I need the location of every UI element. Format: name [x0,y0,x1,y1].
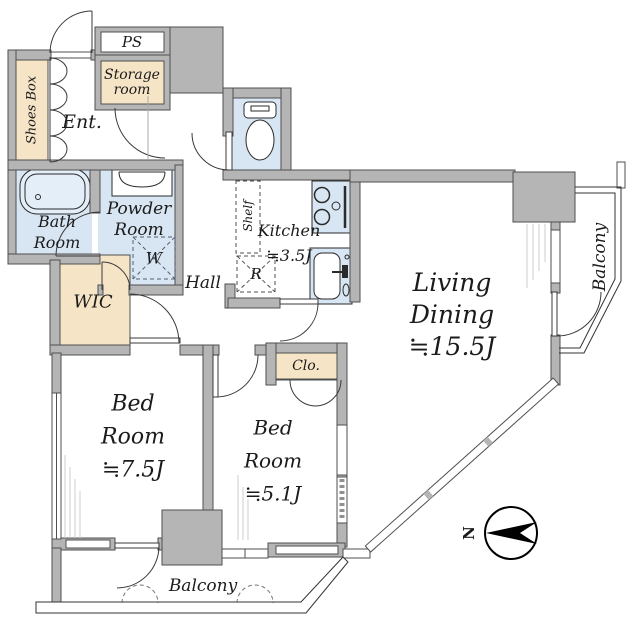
bedroom-main-door-arc [129,293,180,344]
room-label-storage: Storage room [104,67,160,98]
entrance-sill [50,51,92,59]
living-right-window [550,229,561,284]
living-diagonal-window [364,377,560,553]
windows [50,51,626,559]
shoes-box-floor [15,56,49,162]
room-label-shoes-box: Shoes Box [24,75,40,145]
room-label-kitchen: Kitchen ≒3.5J [257,221,321,265]
side-balcony-rail-inner [559,192,616,349]
side-balcony-rail-outer [559,186,622,354]
washing-machine-label: W [145,248,163,268]
closet-door-arc-left [289,379,317,407]
storage-door-arc [114,107,166,159]
kitchen-sink-icon [309,247,353,305]
compass-icon [484,506,538,560]
living-hall-door-leaf [279,298,319,305]
doors [49,10,602,589]
room-label-bedroom-second: Bed Room ≒5.1J [243,415,303,506]
refrigerator-label: R [250,265,262,283]
living-balcony-door-leaf [551,291,558,337]
compass-needle [486,522,537,544]
balcony-rail-cap [616,161,626,189]
washing-machine-box [132,236,176,280]
room-label-living-dining: Living Dining ≒15.5J [408,268,496,361]
powder-door-arc [101,261,131,291]
living-hall-door-arc [279,302,319,342]
bedroom-main-bottom-window [65,539,111,549]
room-label-ps: PS [121,33,143,51]
curtain-marks [64,224,546,540]
entrance-door-arc [49,10,93,54]
bedroom-second-door-arc [215,354,259,398]
bathtub-icon [19,168,91,215]
bedroom-main-door-leaf [129,337,181,344]
room-label-hall: Hall [185,273,221,293]
fixtures [19,101,353,305]
toilet-icon [243,101,277,161]
bottom-balcony-slab [35,556,349,614]
bedroom-second-right-window [336,424,348,476]
ps-box [100,31,165,53]
closet-door-arc-right [314,379,342,407]
storage-box [100,60,165,105]
refrigerator-box [236,255,276,293]
living-balcony-door-arc [556,291,602,337]
evacuation-hatch-1 [121,584,159,604]
living-bottom-window [342,548,371,559]
evacuation-hatch-2 [236,584,274,604]
shelf-box [235,180,261,254]
room-label-balcony-side: Balcony [590,222,610,292]
service-boxes [100,31,337,380]
stove-icon [311,180,353,234]
room-label-closet: Clo. [292,358,320,374]
balconies [35,186,622,614]
room-label-wic: WIC [73,291,113,313]
room-label-powder: Powder Room [106,199,172,240]
compass-north-label: N [460,526,478,540]
room-label-bedroom-main: Bed Room ≒7.5J [101,391,165,483]
room-label-entrance: Ent. [62,111,102,133]
bedroom-second-door-leaf [212,354,219,398]
toilet-door-leaf [225,131,233,171]
shoes-box-door-arc [49,57,68,85]
bath-door-arc [55,211,101,257]
shelf-label: Shelf [241,200,255,232]
room-label-balcony-bottom: Balcony [168,576,238,596]
dashed-boxes [132,180,276,293]
room-label-bath: Bath Room [33,212,81,252]
bedroom-balcony-door-leaf [114,542,160,549]
toilet-door-arc [191,132,230,171]
bedroom-balcony-door-arc [116,545,160,589]
bedroom-second-bottom-window [275,545,339,555]
